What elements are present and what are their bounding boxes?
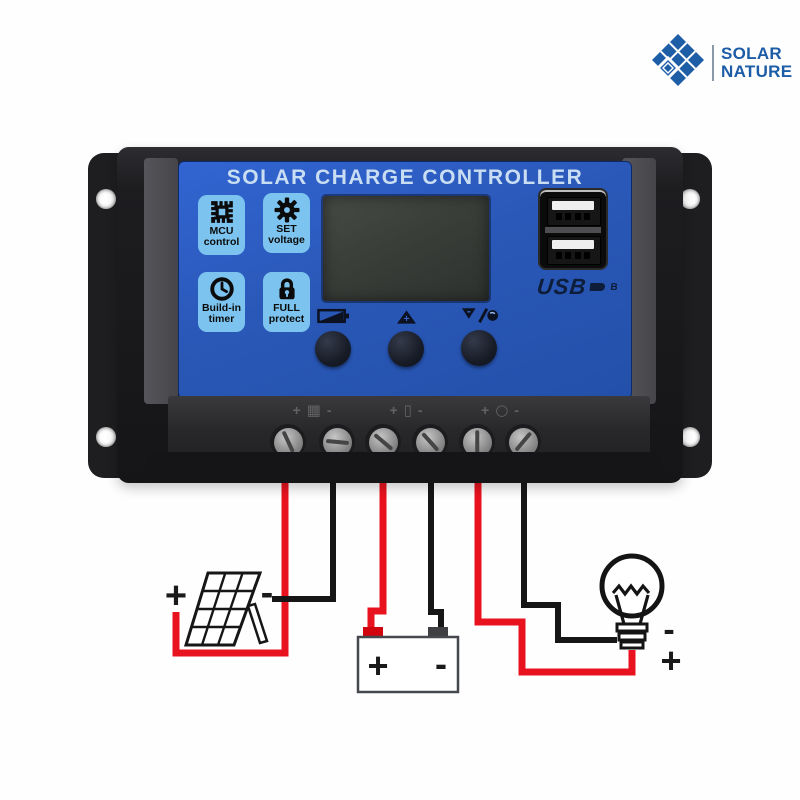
up-button: [388, 331, 424, 367]
badge-text: MCU: [209, 225, 234, 237]
solar-panel-kickstand: [246, 602, 269, 645]
usb-port-top: [547, 197, 601, 226]
clock-icon: [209, 277, 234, 301]
solar-panel-diamond-icon: [652, 34, 704, 86]
device-title: SOLAR CHARGE CONTROLLER: [226, 166, 584, 189]
badge-text: protect: [268, 313, 305, 326]
up-plus-icon: +: [397, 310, 416, 324]
usb-tongue: [552, 201, 594, 210]
terminal-label-battery: + ▯ -: [351, 401, 461, 419]
badge-label: SET voltage: [268, 223, 305, 247]
badge-text: SET: [276, 223, 297, 235]
brand-name-line2: NATURE: [721, 62, 793, 81]
usb-pins: [556, 252, 590, 259]
usb-logo-suffix: B: [609, 281, 619, 293]
badge-text: voltage: [268, 234, 305, 247]
mounting-hole: [96, 189, 116, 209]
mounting-hole: [680, 189, 700, 209]
bulb-globe: [599, 553, 665, 619]
brand-logo: SOLAR NATURE: [644, 32, 794, 94]
brand-name-line1: SOLAR: [721, 43, 782, 63]
mounting-hole: [96, 427, 116, 447]
solar-plus-label: +: [165, 575, 187, 617]
gear-icon: [274, 197, 299, 223]
bulb-minus-label: -: [663, 611, 674, 649]
feature-badge-set-voltage: SET voltage: [263, 193, 310, 253]
badge-text: FULL: [273, 302, 300, 314]
terminal-block: [168, 396, 650, 458]
bulb-symbol: - +: [599, 553, 682, 681]
badge-text: control: [203, 236, 240, 249]
wire-load-positive: [474, 479, 636, 676]
terminal-minus-sign: -: [417, 402, 423, 418]
bulb-base: [615, 622, 649, 633]
lcd-screen: [323, 196, 489, 301]
battery-glyph-icon: ▯: [403, 401, 412, 419]
feature-badge-mcu-control: MCU control: [198, 195, 245, 255]
padlock-icon: [278, 278, 295, 300]
down-minus-light-icon: -: [462, 307, 499, 324]
usb-pins: [556, 213, 590, 220]
solar-panel-glyph-icon: ▦: [306, 401, 321, 419]
solar-minus-label: -: [261, 572, 274, 614]
controller-body: SOLAR CHARGE CONTROLLER MCU control: [117, 147, 683, 483]
usb-port-bottom: [547, 236, 601, 265]
menu-button: [315, 331, 351, 367]
solar-panel-grid: [191, 572, 254, 646]
dual-usb-port: [538, 188, 608, 270]
bulb-filament-legs: [614, 594, 650, 625]
usb-divider: [545, 227, 601, 233]
wire-solar-positive: [172, 479, 289, 657]
down-button: [461, 330, 497, 366]
battery-negative-cap: [428, 627, 448, 638]
up-plus-glyph: +: [403, 314, 409, 324]
front-panel: SOLAR CHARGE CONTROLLER MCU control: [178, 161, 632, 399]
bulb-glyph-icon: ○: [495, 401, 509, 419]
wire-solar-negative: [272, 479, 336, 602]
battery-mode-icon: [317, 308, 350, 324]
battery-minus-label: -: [435, 643, 447, 684]
terminal-plus-sign: +: [481, 402, 490, 418]
feature-badge-full-protect: FULL protect: [263, 272, 310, 332]
mounting-hole: [680, 427, 700, 447]
terminal-minus-sign: -: [514, 402, 519, 418]
solar-panel-symbol: + -: [165, 571, 274, 647]
battery-body: [356, 635, 460, 694]
down-minus-glyph: -: [467, 307, 471, 318]
terminal-plus-sign: +: [292, 402, 301, 418]
battery-positive-cap: [363, 627, 383, 638]
feature-badge-built-in-timer: Build-in timer: [198, 272, 245, 332]
badge-label: MCU control: [203, 225, 240, 249]
usb-logo-text: USB: [535, 274, 588, 299]
bulb-base: [619, 640, 645, 650]
badge-label: Build-in timer: [201, 302, 242, 326]
badge-label: FULL protect: [268, 302, 305, 326]
case-molding-left: [144, 158, 178, 404]
usb-tongue: [552, 240, 594, 249]
wire-load-negative: [521, 479, 617, 643]
terminal-label-solar: + ▦ -: [257, 401, 367, 419]
case-bottom-lip: [146, 452, 662, 482]
brand-name: SOLAR NATURE: [712, 43, 793, 82]
wire-battery-negative: [428, 479, 444, 630]
bulb-filament: [611, 583, 651, 597]
bulb-plus-label: +: [660, 640, 681, 681]
bulb-base: [617, 631, 647, 642]
badge-text: Build-in: [201, 302, 242, 314]
terminal-label-load: + ○ -: [445, 401, 555, 419]
usb-plug-icon: [590, 283, 606, 291]
badge-text: timer: [208, 313, 235, 326]
terminal-plus-sign: +: [389, 402, 398, 418]
usb-logo: USB B: [536, 274, 619, 300]
mcu-chip-icon: [210, 201, 233, 223]
terminal-minus-sign: -: [326, 402, 332, 418]
wire-battery-positive: [367, 479, 387, 630]
battery-plus-label: +: [367, 645, 388, 686]
solar-panel-face: [183, 571, 263, 647]
battery-symbol: + -: [356, 627, 460, 694]
